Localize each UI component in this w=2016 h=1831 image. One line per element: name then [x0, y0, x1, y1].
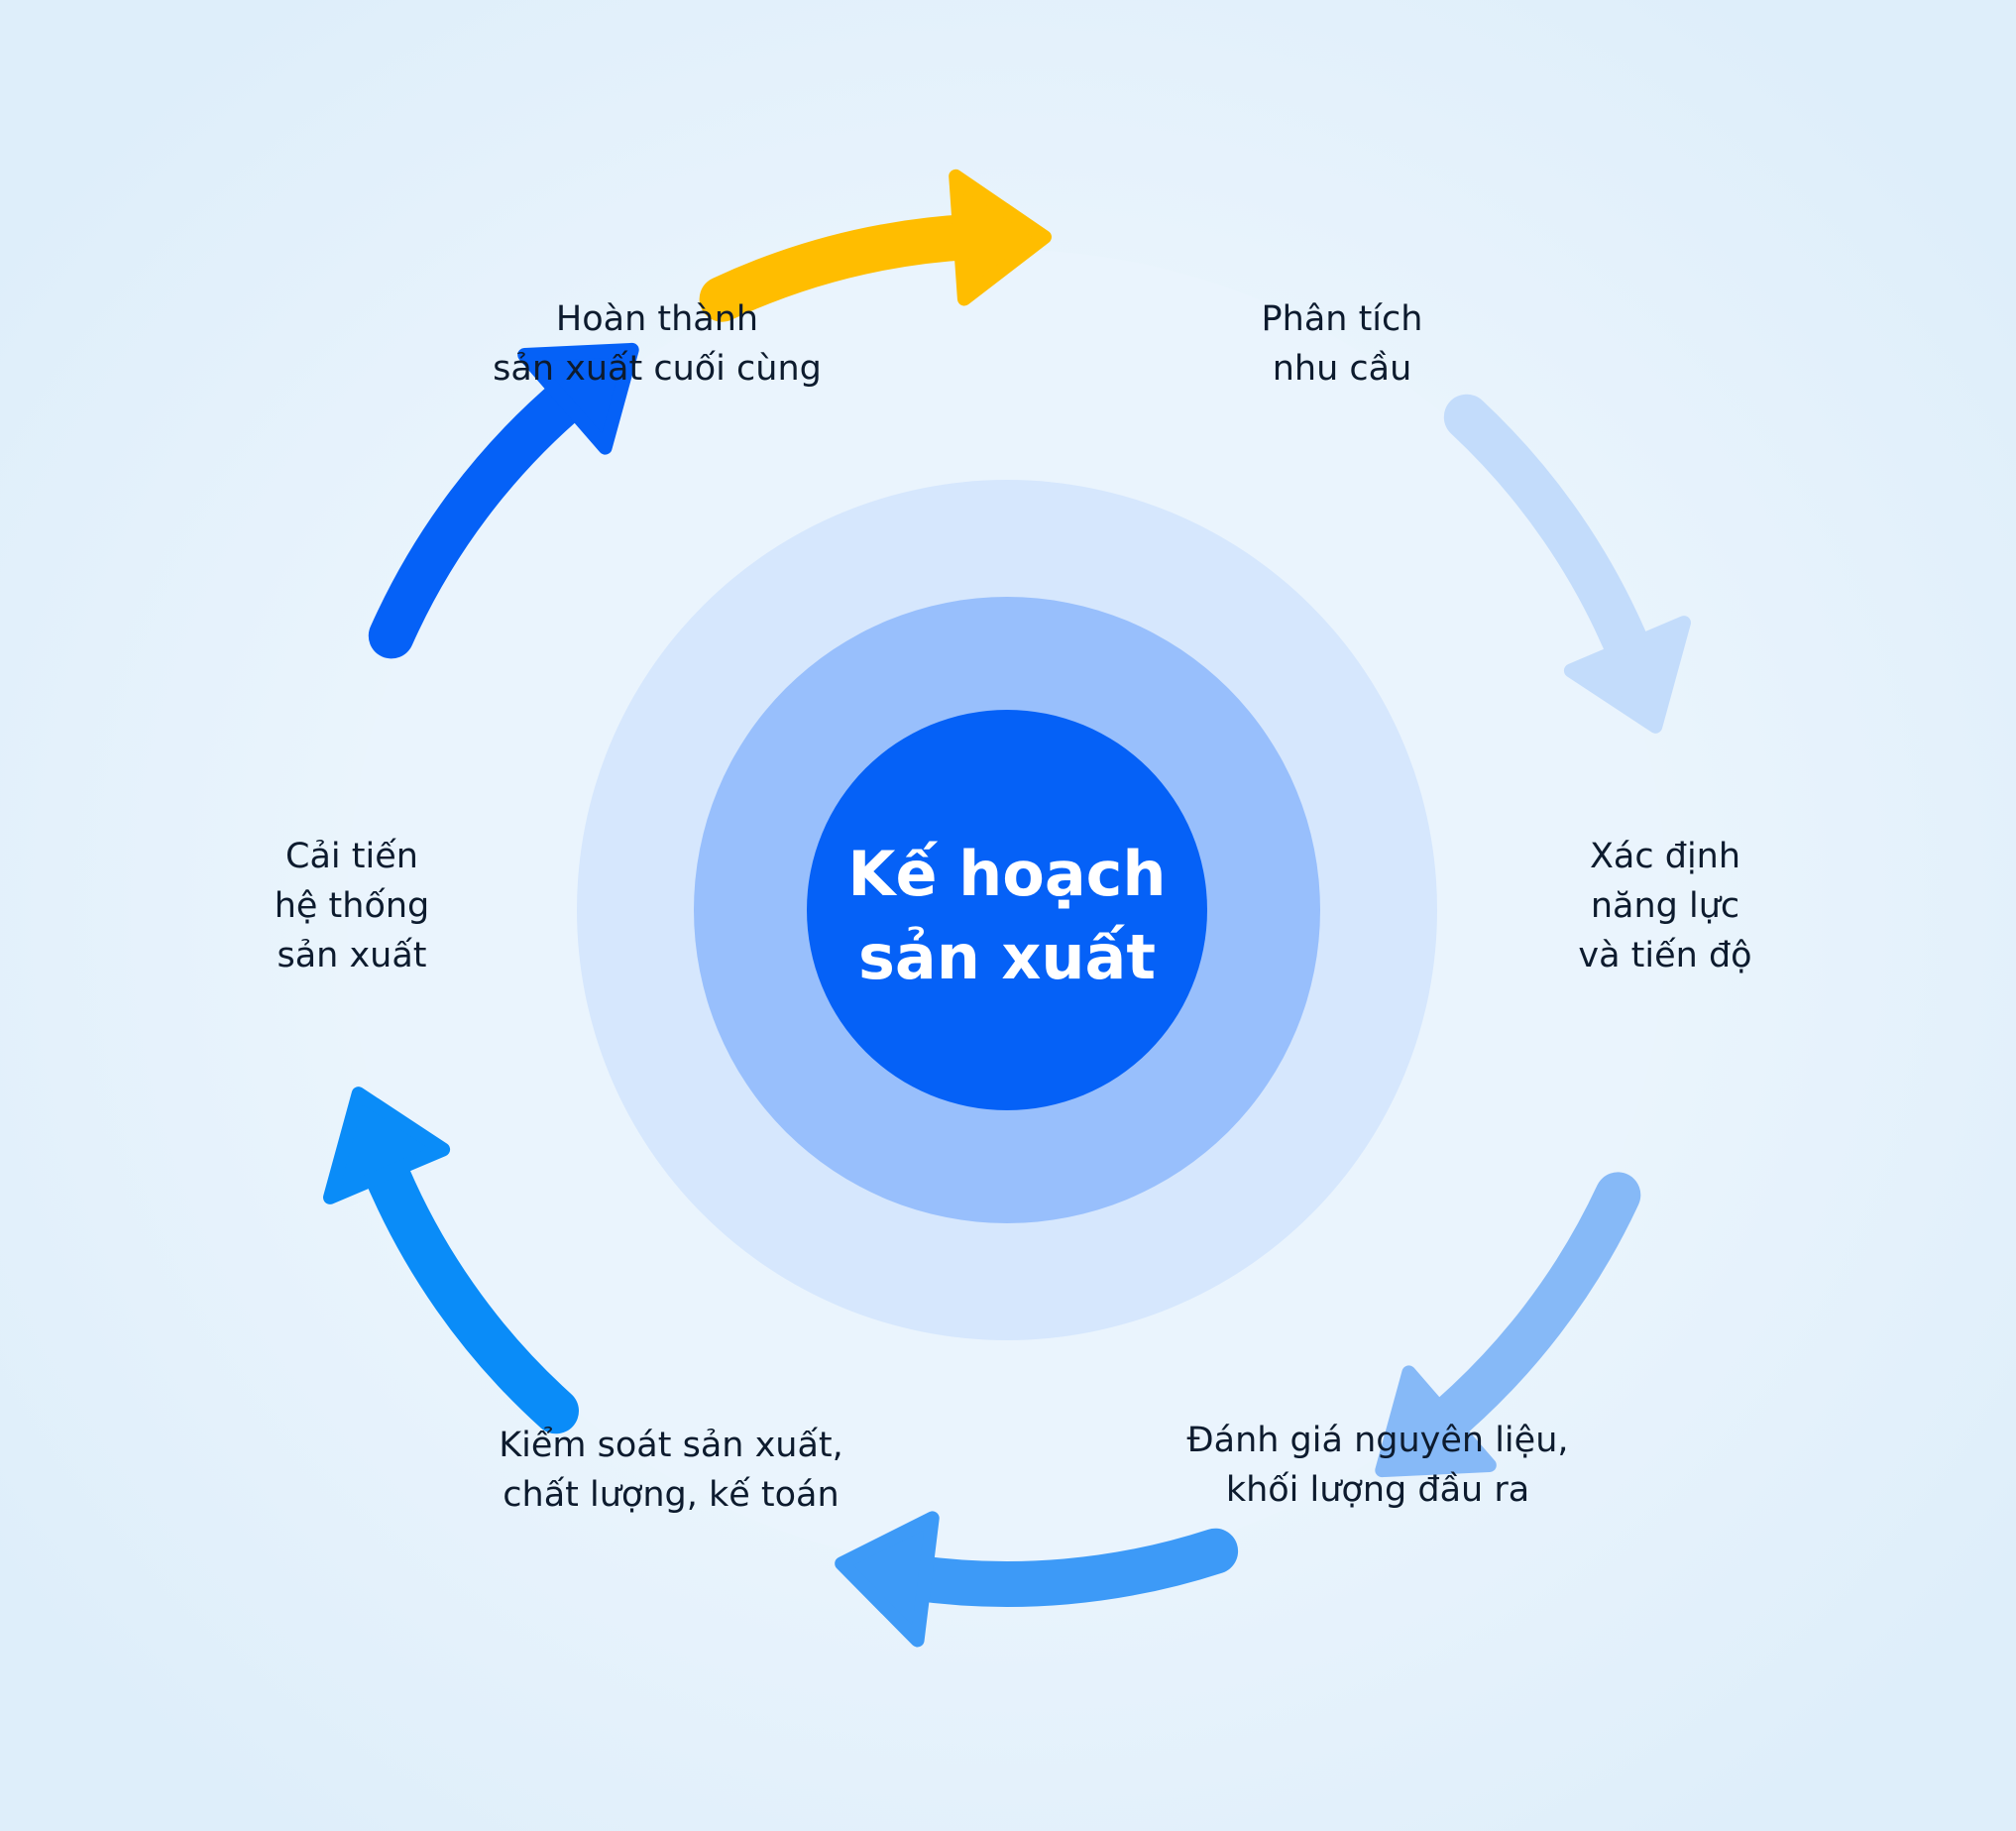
arrow-head-improvement: [517, 342, 639, 455]
step-label-line: sản xuất cuối cùng: [493, 349, 822, 389]
arrow-shaft-completion: [699, 213, 995, 322]
arrow-shaft-analysis: [1443, 394, 1655, 681]
center-title-line-2: sản xuất: [857, 921, 1157, 993]
step-label-line: khối lượng đầu ra: [1225, 1470, 1530, 1510]
step-label-completion: Hoàn thành sản xuất cuối cùng: [493, 294, 822, 394]
step-label-improvement: Cải tiến hệ thống sản xuất: [275, 832, 430, 980]
arrow-head-analysis: [1563, 616, 1691, 734]
step-label-control: Kiểm soát sản xuất, chất lượng, kế toán: [499, 1421, 843, 1520]
step-label-line: năng lực: [1590, 886, 1740, 926]
step-label-line: Hoàn thành: [555, 299, 759, 339]
step-label-line: sản xuất: [277, 936, 427, 975]
core-circle: [807, 710, 1207, 1110]
arrow-shaft-capacity: [1417, 1172, 1641, 1449]
center-title-line-1: Kế hoạch: [847, 838, 1167, 910]
step-label-line: Phân tích: [1261, 299, 1423, 339]
step-label-line: Đánh giá nguyên liệu,: [1186, 1421, 1569, 1460]
step-label-analysis: Phân tích nhu cầu: [1262, 294, 1423, 394]
step-label-materials: Đánh giá nguyên liệu, khối lượng đầu ra: [1187, 1416, 1569, 1515]
arrow-head-control: [323, 1087, 451, 1204]
center-title: Kế hoạch sản xuất: [847, 833, 1166, 999]
cycle-arrows: [323, 169, 1691, 1648]
step-label-line: chất lượng, kế toán: [503, 1475, 840, 1515]
arrow-shaft-materials: [890, 1528, 1239, 1607]
arrow-head-materials: [835, 1511, 940, 1648]
step-label-line: hệ thống: [274, 886, 430, 926]
step-label-line: nhu cầu: [1272, 349, 1412, 389]
arrow-head-completion: [949, 169, 1052, 306]
step-label-line: Kiểm soát sản xuất,: [499, 1426, 843, 1465]
arrow-head-capacity: [1375, 1365, 1497, 1478]
arrow-shaft-improvement: [368, 371, 597, 659]
step-label-line: và tiến độ: [1578, 936, 1752, 975]
arrow-shaft-control: [359, 1139, 579, 1434]
step-label-capacity: Xác định năng lực và tiến độ: [1578, 832, 1751, 980]
step-label-line: Cải tiến: [285, 837, 418, 876]
step-label-line: Xác định: [1589, 837, 1741, 876]
